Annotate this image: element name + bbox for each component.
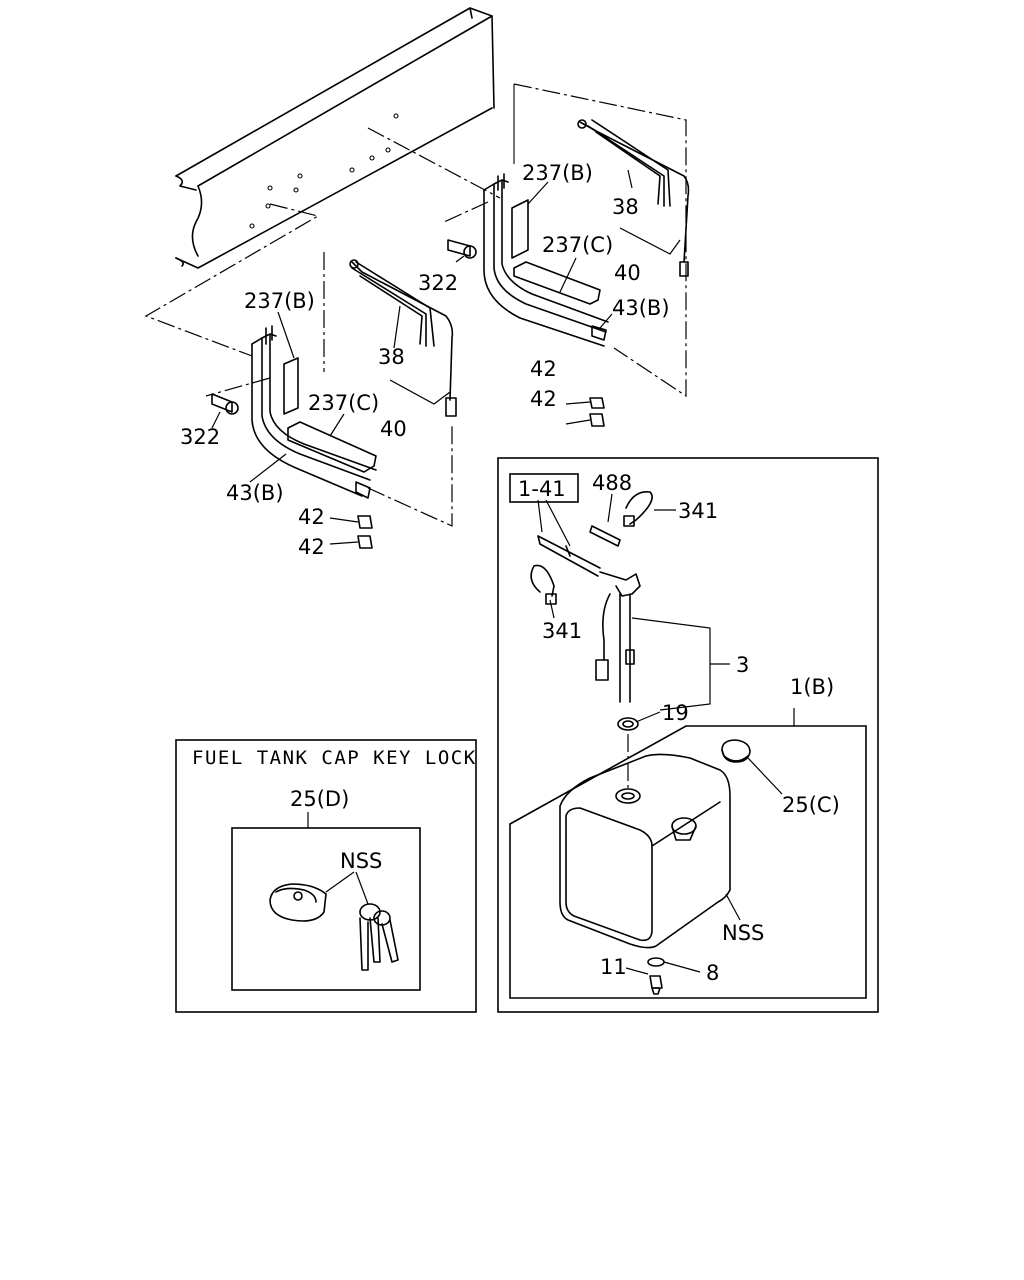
- callout-341-mid: 341: [542, 619, 582, 643]
- inset-title: FUEL TANK CAP KEY LOCK: [192, 747, 477, 769]
- callout-38-right: 38: [612, 195, 639, 219]
- cap-key-lock-inset: [175, 739, 477, 1013]
- callout-42-right-a: 42: [530, 357, 557, 381]
- callout-25d: 25(D): [290, 787, 349, 811]
- callout-42-left-b: 42: [298, 535, 325, 559]
- callout-341-top: 341: [678, 499, 718, 523]
- callout-237c-right: 237(C): [542, 233, 613, 257]
- right-bracket-assembly: [367, 83, 690, 427]
- callout-237b-right: 237(B): [522, 161, 593, 185]
- callout-38-left: 38: [378, 345, 405, 369]
- callout-11: 11: [600, 955, 627, 979]
- callout-3: 3: [736, 653, 749, 677]
- callout-237c-left: 237(C): [308, 391, 379, 415]
- callout-labels: FUEL TANK CAP KEY LOCK 237(B) 38 237(C) …: [180, 161, 840, 985]
- callout-nss-tank: NSS: [722, 921, 764, 945]
- callout-322-right: 322: [418, 271, 458, 295]
- callout-42-left-a: 42: [298, 505, 325, 529]
- left-bracket-assembly: [144, 203, 457, 549]
- callout-nss-keys: NSS: [340, 849, 382, 873]
- callout-19: 19: [662, 701, 689, 725]
- frame-rail: [175, 7, 495, 269]
- callout-1b: 1(B): [790, 675, 834, 699]
- callout-42-right-b: 42: [530, 387, 557, 411]
- callout-40-right: 40: [614, 261, 641, 285]
- fuel-tank-box: [497, 457, 879, 1013]
- callout-25c: 25(C): [782, 793, 840, 817]
- callout-43b-right: 43(B): [612, 296, 670, 320]
- callout-1-41: 1-41: [518, 477, 566, 501]
- callout-488: 488: [592, 471, 632, 495]
- callout-322-left: 322: [180, 425, 220, 449]
- callout-8: 8: [706, 961, 719, 985]
- callout-43b-left: 43(B): [226, 481, 284, 505]
- callout-40-left: 40: [380, 417, 407, 441]
- callout-237b-left: 237(B): [244, 289, 315, 313]
- leader-lines: [211, 169, 795, 975]
